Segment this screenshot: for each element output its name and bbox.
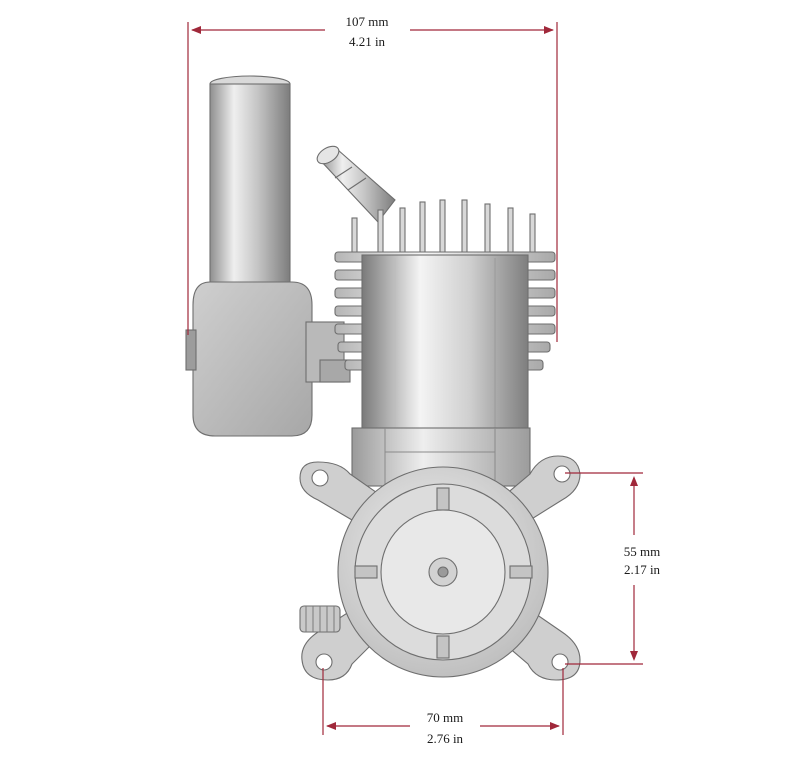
mount-height-in: 2.17 in xyxy=(624,562,661,577)
starter-spring xyxy=(299,605,341,633)
arrowhead-top-right xyxy=(544,26,554,34)
crankcase-cover xyxy=(337,466,549,678)
exhaust-pipe xyxy=(209,75,291,295)
dimension-top-width: 107 mm 4.21 in xyxy=(187,14,558,342)
top-width-mm: 107 mm xyxy=(346,14,389,29)
cylinder-barrel xyxy=(361,254,529,431)
arrowhead-vertical-bottom xyxy=(630,651,638,661)
dimension-mount-width: 70 mm 2.76 in xyxy=(322,668,564,746)
intake-tube xyxy=(316,145,396,223)
arrowhead-bottom-right xyxy=(550,722,560,730)
arrowhead-bottom-left xyxy=(326,722,336,730)
muffler xyxy=(185,281,351,437)
mount-width-mm: 70 mm xyxy=(427,710,463,725)
top-width-in: 4.21 in xyxy=(349,34,386,49)
arrowhead-top-left xyxy=(191,26,201,34)
mount-width-in: 2.76 in xyxy=(427,731,464,746)
dimension-mount-height: 55 mm 2.17 in xyxy=(565,472,661,665)
arrowhead-vertical-top xyxy=(630,476,638,486)
engine-illustration xyxy=(185,75,581,681)
mount-height-mm: 55 mm xyxy=(624,544,660,559)
